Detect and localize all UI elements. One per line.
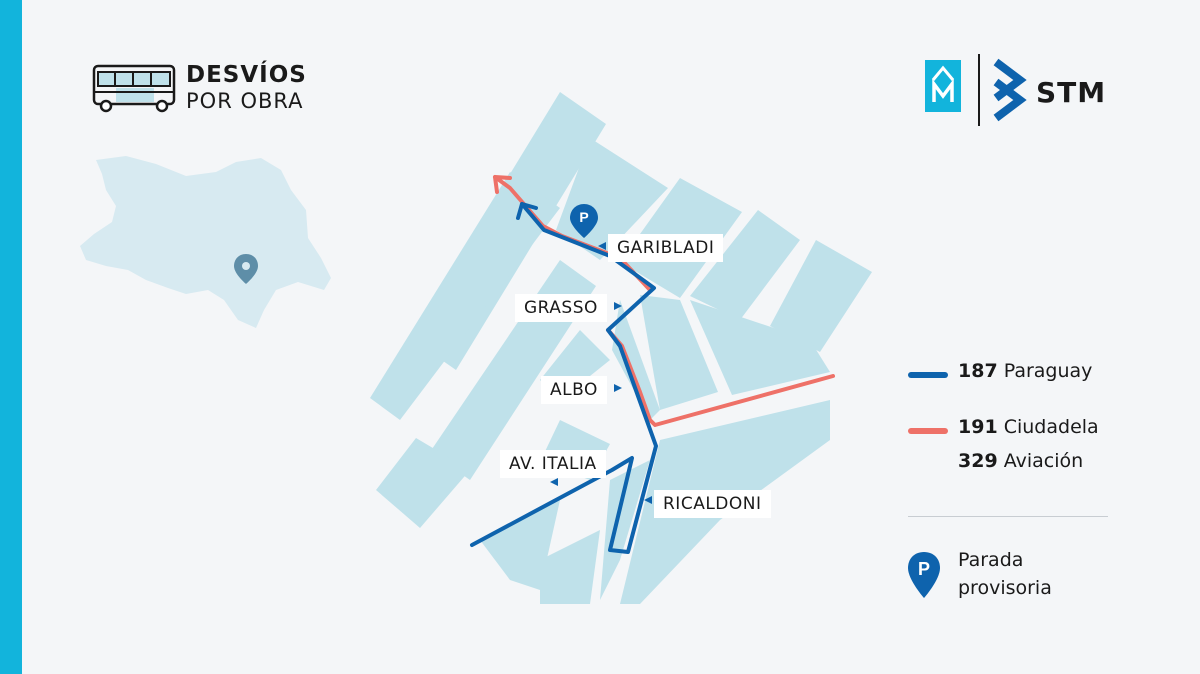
stop-marker-letter: P — [579, 209, 588, 225]
legend-329-name: Aviación — [1003, 450, 1084, 472]
accent-bar — [0, 0, 22, 674]
street-label-garibaldi: GARIBLADI — [608, 234, 724, 262]
bus-icon — [92, 64, 176, 113]
legend-stop-line1: Parada — [958, 549, 1024, 571]
legend-item-191: 191 Ciudadela — [958, 416, 1099, 438]
legend-swatch-191 — [908, 428, 948, 434]
stop-legend-icon: P — [908, 552, 940, 598]
legend-divider — [908, 516, 1108, 517]
title-line2: POR OBRA — [186, 89, 304, 113]
street-label-ricaldoni: RICALDONI — [654, 490, 771, 518]
municipality-icon — [925, 60, 961, 112]
legend-item-329: 329 Aviación — [958, 450, 1083, 472]
legend-stop-line2: provisoria — [958, 577, 1052, 599]
stop-legend-letter: P — [918, 559, 930, 579]
legend-swatch-187 — [908, 372, 948, 378]
legend-191-number: 191 — [958, 416, 998, 438]
stm-text: STM — [1036, 76, 1107, 109]
route-187 — [470, 202, 658, 554]
grasso-pointer — [614, 302, 622, 310]
legend-191-name: Ciudadela — [1003, 416, 1099, 438]
italia-pointer — [550, 478, 558, 486]
legend-329-number: 329 — [958, 450, 998, 472]
inset-city-map — [80, 156, 331, 328]
garibaldi-pointer — [598, 242, 606, 250]
ricaldoni-pointer — [644, 496, 652, 504]
albo-pointer — [614, 384, 622, 392]
stm-chevron-icon — [993, 58, 1027, 122]
logo-divider — [978, 54, 980, 126]
title-line1: DESVÍOS — [186, 62, 307, 88]
street-label-av-italia: AV. ITALIA — [500, 450, 606, 478]
street-label-grasso: GRASSO — [515, 294, 607, 322]
location-pin-icon — [234, 254, 258, 284]
street-label-albo: ALBO — [541, 376, 607, 404]
legend-187-number: 187 — [958, 360, 998, 382]
temporary-stop-marker: P — [570, 204, 598, 238]
legend-stop-text: Parada provisoria — [958, 546, 1052, 602]
legend-item-187: 187 Paraguay — [958, 360, 1092, 382]
legend-187-name: Paraguay — [1003, 360, 1093, 382]
